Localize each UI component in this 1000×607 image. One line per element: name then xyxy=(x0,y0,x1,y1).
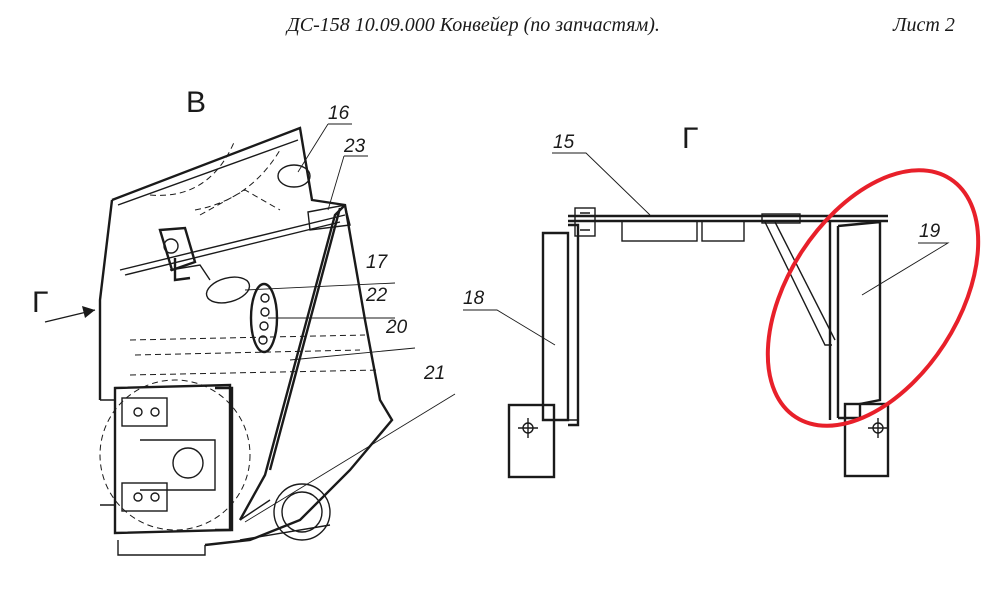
left-post xyxy=(541,223,580,427)
view-v-label: В xyxy=(186,86,206,119)
callout-15: 15 xyxy=(553,132,575,153)
right-post xyxy=(828,220,882,420)
callout-22: 22 xyxy=(365,285,388,306)
view-v: В xyxy=(32,86,456,556)
left-mount-plate xyxy=(507,403,556,479)
belt-strip xyxy=(238,204,346,521)
bottom-roller xyxy=(273,483,331,541)
callout-21: 21 xyxy=(423,363,445,384)
callout-18: 18 xyxy=(463,288,485,309)
right-brace xyxy=(764,221,832,346)
highlight-circle xyxy=(765,168,981,428)
lower-bolt-plate xyxy=(121,482,168,512)
view-g: Г 15 18 xyxy=(463,122,981,479)
rail-block-1 xyxy=(621,220,698,242)
housing-inner-top xyxy=(117,139,346,276)
drum-axis xyxy=(172,447,204,479)
callout-17: 17 xyxy=(366,252,389,273)
upper-bolt-plate xyxy=(121,397,168,427)
drum-hidden-circle xyxy=(99,379,251,531)
hidden-upper-arc xyxy=(149,139,281,216)
conveyor-housing-outline xyxy=(98,126,394,547)
right-mount-plate xyxy=(843,402,890,478)
top-rail xyxy=(568,214,888,223)
callout-16: 16 xyxy=(328,103,350,124)
sheet-number: Лист 2 xyxy=(893,14,955,36)
left-bracket xyxy=(158,226,197,282)
oval-opening xyxy=(205,276,251,304)
view-arrow-label: Г xyxy=(32,286,48,319)
top-opening xyxy=(277,164,311,188)
callout-19: 19 xyxy=(919,221,941,242)
view-g-label: Г xyxy=(682,122,698,155)
bracket-hole xyxy=(163,238,179,254)
rail-block-2 xyxy=(701,220,745,242)
callout-20: 20 xyxy=(385,317,408,338)
callout-23: 23 xyxy=(343,136,366,157)
document-title: ДС-158 10.09.000 Конвейер (по запчастям)… xyxy=(287,14,660,36)
